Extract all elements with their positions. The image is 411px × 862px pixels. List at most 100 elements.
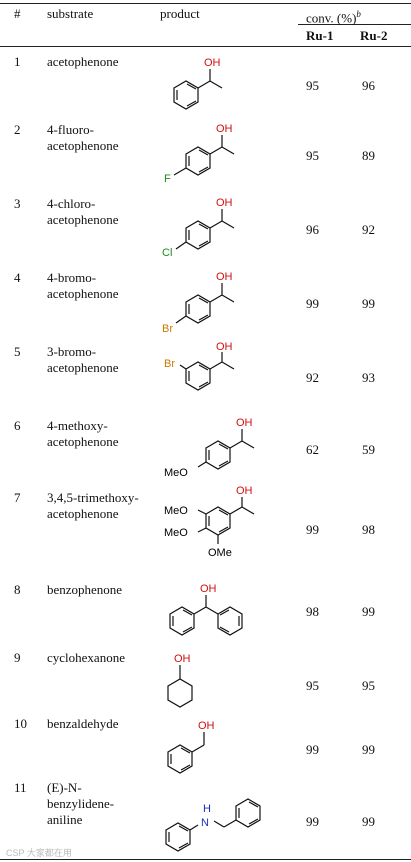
atom-label-oh: OH	[174, 653, 191, 665]
header-ru1: Ru-1	[306, 28, 334, 43]
atom-label-oh: OH	[198, 720, 215, 732]
product-structure-4: OH Br	[160, 266, 250, 346]
atom-label-meo: MeO	[164, 505, 188, 517]
atom-label-meo: MeO	[164, 527, 188, 539]
atom-label-h: H	[203, 803, 211, 815]
svg-text:Cl: Cl	[162, 247, 172, 259]
row-ru1: 62	[306, 442, 319, 457]
product-structure-3: OH Cl	[160, 192, 250, 272]
atom-label-ome: OMe	[208, 547, 232, 559]
header-ru2: Ru-2	[360, 28, 388, 43]
row-id: 4	[14, 270, 21, 285]
row-id: 11	[14, 780, 27, 795]
product-structure-9: OH	[160, 648, 240, 723]
row-ru1: 99	[306, 296, 319, 311]
row-id: 6	[14, 418, 21, 433]
atom-label-oh: OH	[216, 341, 233, 353]
header-conv-label: conv. (%)	[306, 10, 357, 26]
svg-text:OH: OH	[216, 341, 233, 353]
header-substrate: substrate	[47, 6, 94, 21]
atom-label-br: Br	[162, 323, 173, 335]
row-id: 8	[14, 582, 21, 597]
row-substrate: 4-bromo-acetophenone	[47, 270, 119, 301]
row-ru1: 98	[306, 604, 319, 619]
atom-label-oh: OH	[216, 197, 233, 209]
svg-text:OH: OH	[216, 197, 233, 209]
product-structure-2: OH F	[160, 118, 250, 198]
svg-text:N: N	[201, 817, 209, 829]
row-ru2: 99	[362, 742, 375, 757]
row-id: 5	[14, 344, 21, 359]
row-substrate: (E)-N-benzylidene-aniline	[47, 780, 115, 827]
product-structure-7: OH MeO MeO OMe	[160, 484, 270, 579]
watermark: CSP 大家都在用	[6, 848, 72, 858]
row-ru1: 95	[306, 78, 319, 93]
product-structure-5: OH Br	[160, 340, 250, 420]
bottom-rule	[0, 859, 411, 860]
atom-label-br: Br	[164, 358, 175, 370]
row-substrate: 3,4,5-trimethoxy-acetophenone	[47, 490, 139, 521]
row-ru2: 95	[362, 678, 375, 693]
svg-text:OH: OH	[204, 57, 221, 69]
header-product: product	[160, 6, 200, 21]
svg-text:OH: OH	[216, 271, 233, 283]
row-id: 3	[14, 196, 21, 211]
row-ru2: 99	[362, 604, 375, 619]
product-structure-10: OH	[160, 712, 240, 787]
row-ru2: 92	[362, 222, 375, 237]
row-ru1: 99	[306, 742, 319, 757]
row-ru2: 98	[362, 522, 375, 537]
row-id: 10	[14, 716, 27, 731]
header-index: #	[14, 6, 21, 21]
atom-label-oh: OH	[236, 485, 253, 497]
svg-text:OH: OH	[216, 123, 233, 135]
row-substrate: acetophenone	[47, 54, 119, 69]
row-ru2: 96	[362, 78, 375, 93]
row-ru1: 95	[306, 678, 319, 693]
row-substrate: 4-methoxy-acetophenone	[47, 418, 119, 449]
svg-text:F: F	[164, 173, 171, 185]
svg-text:Br: Br	[162, 323, 173, 335]
product-structure-1: OH	[160, 50, 250, 120]
row-ru2: 89	[362, 148, 375, 163]
row-ru1: 99	[306, 522, 319, 537]
header-rule	[0, 46, 411, 47]
atom-label-cl: Cl	[162, 247, 172, 259]
row-ru2: 99	[362, 814, 375, 829]
svg-text:H: H	[203, 803, 211, 815]
svg-text:OH: OH	[200, 583, 217, 595]
header-conv: conv. (%)b	[306, 6, 361, 26]
row-substrate: benzophenone	[47, 582, 123, 597]
atom-label-oh: OH	[216, 271, 233, 283]
svg-text:OH: OH	[236, 417, 253, 429]
row-substrate: 4-chloro-acetophenone	[47, 196, 119, 227]
row-ru1: 92	[306, 370, 319, 385]
atom-label-meo: MeO	[164, 467, 188, 479]
row-substrate: cyclohexanone	[47, 650, 125, 665]
product-structure-11: H N	[160, 776, 280, 861]
row-substrate: benzaldehyde	[47, 716, 119, 731]
row-ru1: 96	[306, 222, 319, 237]
atom-label-n: N	[201, 817, 209, 829]
row-ru1: 99	[306, 814, 319, 829]
row-ru1: 95	[306, 148, 319, 163]
atom-label-f: F	[164, 173, 171, 185]
row-id: 2	[14, 122, 21, 137]
svg-text:OH: OH	[236, 485, 253, 497]
product-structure-6: OH MeO	[160, 412, 270, 492]
row-substrate: 4-fluoro-acetophenone	[47, 122, 119, 153]
svg-text:OH: OH	[174, 653, 191, 665]
svg-text:OH: OH	[198, 720, 215, 732]
row-ru2: 93	[362, 370, 375, 385]
row-substrate: 3-bromo-acetophenone	[47, 344, 119, 375]
row-ru2: 59	[362, 442, 375, 457]
row-id: 7	[14, 490, 21, 505]
product-structure-8: OH	[160, 576, 260, 646]
atom-label-oh: OH	[236, 417, 253, 429]
row-id: 1	[14, 54, 21, 69]
atom-label-oh: OH	[204, 57, 221, 69]
top-rule	[0, 3, 411, 4]
row-id: 9	[14, 650, 21, 665]
row-ru2: 99	[362, 296, 375, 311]
